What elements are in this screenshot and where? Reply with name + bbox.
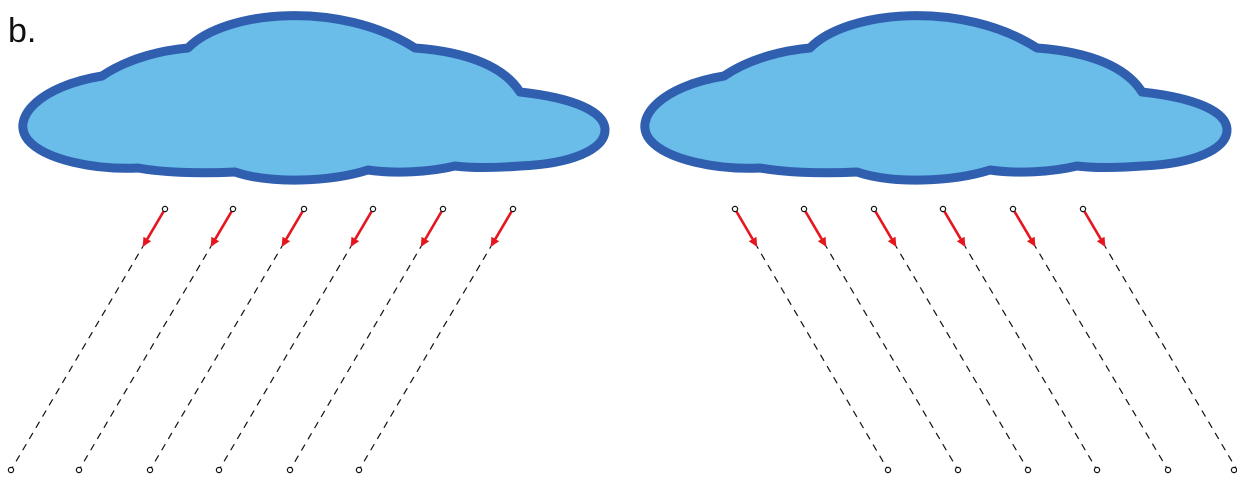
start-point-marker xyxy=(509,205,517,213)
right-panel xyxy=(640,11,1237,474)
rain-path-line xyxy=(78,208,234,471)
rain-path-line xyxy=(1012,208,1169,471)
end-point-marker xyxy=(286,466,294,474)
end-point-marker xyxy=(146,466,154,474)
start-point-marker xyxy=(870,205,878,213)
start-point-marker xyxy=(439,205,447,213)
start-point-marker xyxy=(731,205,739,213)
rain-direction-arrow xyxy=(350,208,375,247)
rain-direction-arrow xyxy=(872,208,897,247)
left-panel xyxy=(7,11,610,474)
rain-direction-arrow xyxy=(941,208,966,247)
start-point-marker xyxy=(1079,205,1087,213)
rain-direction-arrow xyxy=(210,208,235,247)
rain-path-line xyxy=(358,208,514,471)
start-point-marker xyxy=(939,205,947,213)
start-point-marker xyxy=(229,205,237,213)
rain-path-line xyxy=(1082,208,1237,471)
start-point-marker xyxy=(161,205,169,213)
start-point-marker xyxy=(369,205,377,213)
rain-direction-arrow xyxy=(1081,208,1106,247)
rain-direction-arrow xyxy=(802,208,827,247)
end-point-marker xyxy=(1093,466,1101,474)
end-point-marker xyxy=(215,466,223,474)
end-point-marker xyxy=(954,466,962,474)
end-point-marker xyxy=(1164,466,1172,474)
rain-path-line xyxy=(149,208,305,471)
rain-path-line xyxy=(942,208,1098,471)
rain-path-line xyxy=(873,208,1029,471)
rain-direction-arrow xyxy=(490,208,515,247)
rain-path-line xyxy=(803,208,959,471)
start-point-marker xyxy=(1009,205,1017,213)
rain-direction-arrow xyxy=(733,208,758,247)
rain-path-line xyxy=(218,208,374,471)
end-point-marker xyxy=(7,466,15,474)
rain-direction-arrow xyxy=(420,208,445,247)
rain-path-line xyxy=(289,208,444,471)
end-point-marker xyxy=(884,466,892,474)
start-point-marker xyxy=(300,205,308,213)
rain-path-line xyxy=(10,208,166,471)
start-point-marker xyxy=(800,205,808,213)
rain-path-line xyxy=(734,208,889,471)
cloud xyxy=(18,11,610,185)
end-point-marker xyxy=(75,466,83,474)
rain-direction-arrow xyxy=(281,208,306,247)
end-point-marker xyxy=(355,466,363,474)
cloud xyxy=(640,11,1232,185)
figure-label: b. xyxy=(8,12,37,50)
end-point-marker xyxy=(1230,466,1237,474)
end-point-marker xyxy=(1024,466,1032,474)
rain-direction-arrow xyxy=(142,208,167,247)
rain-direction-arrow xyxy=(1011,208,1036,247)
